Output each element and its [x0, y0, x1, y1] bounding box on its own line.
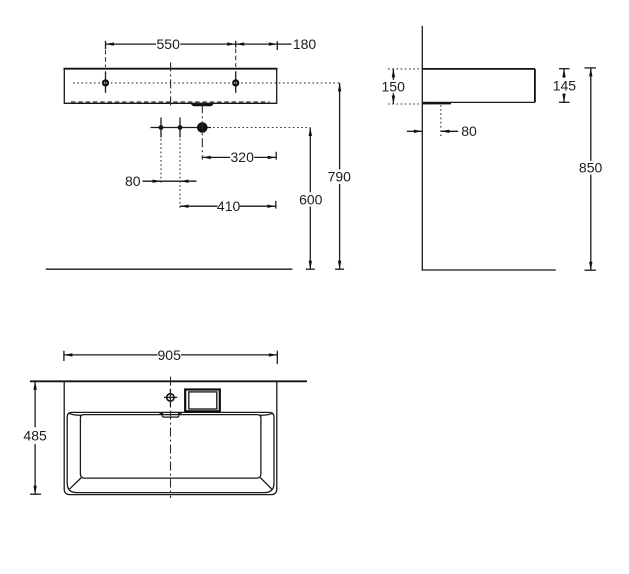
svg-text:485: 485 [23, 427, 47, 443]
svg-text:80: 80 [125, 173, 141, 189]
svg-text:850: 850 [579, 160, 603, 176]
svg-text:600: 600 [299, 192, 323, 208]
svg-text:410: 410 [217, 198, 241, 214]
svg-text:145: 145 [553, 77, 577, 93]
svg-text:180: 180 [293, 36, 317, 52]
svg-text:80: 80 [461, 123, 477, 139]
svg-text:905: 905 [158, 347, 182, 363]
svg-text:550: 550 [157, 36, 181, 52]
svg-text:320: 320 [231, 149, 255, 165]
svg-text:150: 150 [382, 79, 406, 95]
svg-text:790: 790 [328, 168, 352, 184]
